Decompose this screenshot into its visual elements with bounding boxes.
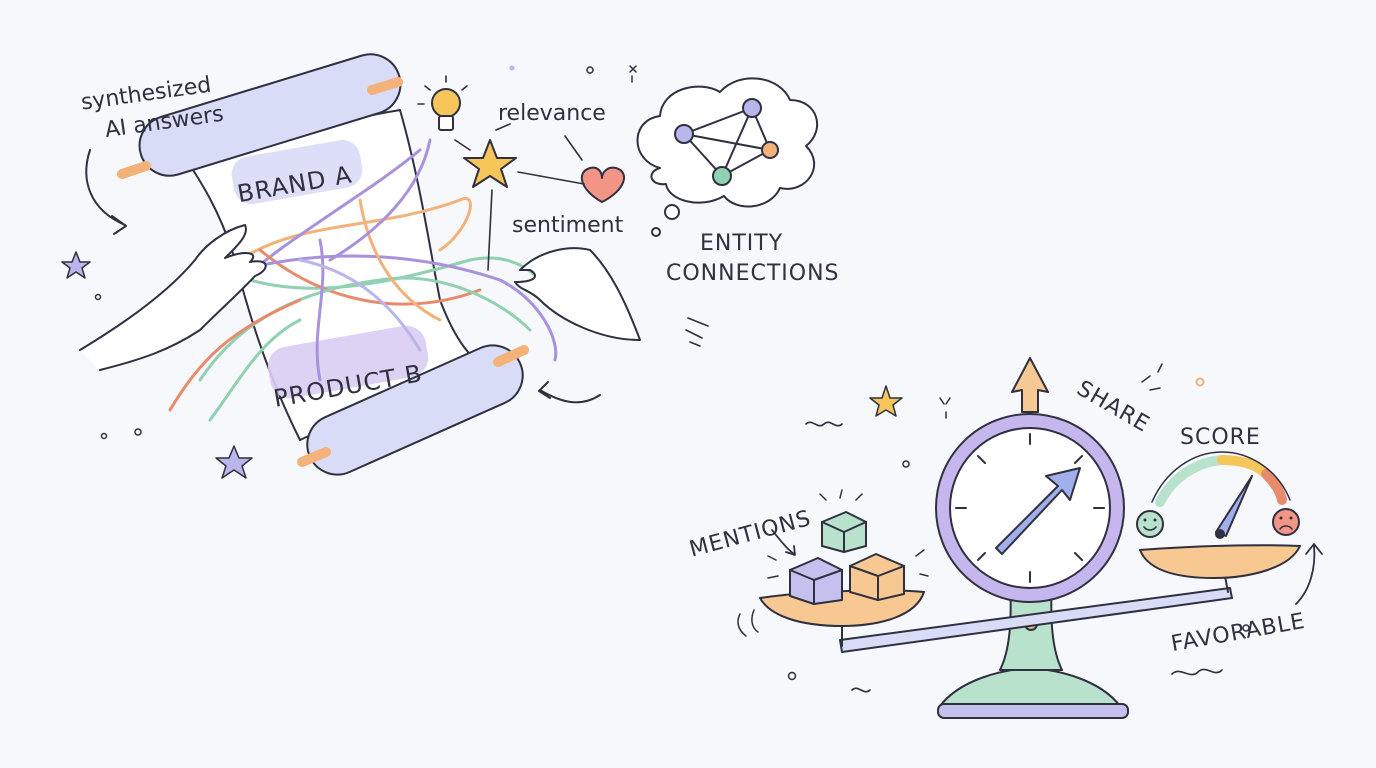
favorable-arrow-icon	[1295, 545, 1316, 605]
score-arc-mint	[1155, 455, 1227, 507]
dot	[787, 671, 797, 681]
score-arc-gold	[1217, 455, 1271, 479]
brand-a-highlight	[231, 139, 363, 205]
share-label: SHARE	[1072, 376, 1154, 438]
scale-group: MENTIONS SHARE SCORE FAVORABLE	[687, 357, 1323, 719]
scale-base-plate	[937, 703, 1129, 719]
dot	[94, 293, 102, 301]
lightbulb-icon	[417, 75, 468, 131]
cube-icon	[821, 511, 867, 553]
score-arc-coral	[1261, 469, 1287, 505]
up-arrow-icon	[1011, 357, 1049, 413]
squiggle	[805, 421, 843, 427]
smiley-icon	[1136, 510, 1164, 538]
dot	[902, 460, 910, 468]
squiggle	[1171, 668, 1223, 676]
thought-bubble	[651, 227, 661, 237]
roller-top-left-knob	[117, 161, 151, 179]
sparkle-icon	[1141, 363, 1163, 391]
dot	[1242, 624, 1250, 632]
dot	[100, 432, 108, 440]
scale-base	[939, 667, 1121, 707]
sparkle-icon	[939, 397, 951, 419]
star-icon	[869, 385, 903, 417]
motion-marks-icon	[685, 317, 709, 347]
cube-icon	[849, 553, 905, 601]
entity-connections-line1: ENTITY	[700, 231, 783, 256]
roller-bottom-right-knob	[493, 345, 529, 367]
curved-arrow-left-icon	[539, 389, 601, 404]
heart-icon	[580, 166, 626, 203]
sentiment-label: sentiment	[512, 213, 624, 238]
relevance-label: relevance	[498, 101, 606, 126]
entity-cloud-group: ENTITY CONNECTIONS	[636, 77, 840, 286]
favorable-label: FAVORABLE	[1169, 609, 1307, 657]
scroll-group: BRAND A PRODUCT B	[61, 53, 709, 479]
dial-ticks	[955, 433, 1105, 583]
left-hand	[79, 224, 267, 371]
star-icon	[463, 139, 517, 188]
dot	[134, 428, 142, 436]
cube-icon	[789, 557, 843, 605]
sparkle-icon	[767, 489, 929, 579]
network-graph	[674, 98, 779, 186]
curved-arrow-down-icon	[85, 149, 126, 226]
dot	[509, 65, 515, 71]
entity-connections-line2: CONNECTIONS	[666, 261, 840, 286]
scale-beam	[839, 587, 1233, 653]
star-icon	[61, 251, 91, 279]
roller-bottom-left-knob	[297, 447, 331, 467]
dot	[1195, 377, 1205, 387]
score-label: SCORE	[1180, 425, 1261, 450]
score-needle-hub	[1215, 529, 1225, 539]
thought-bubble	[664, 204, 680, 220]
connector-line	[495, 123, 511, 131]
connector-line	[517, 171, 585, 185]
threads	[168, 138, 562, 422]
product-b-highlight	[267, 325, 429, 399]
dial-needle-arrow-icon	[995, 467, 1081, 555]
roller-top-right-knob	[367, 77, 403, 95]
share-dial-face	[949, 427, 1111, 589]
connector-line	[454, 139, 471, 151]
mentions-arrow-icon	[771, 529, 795, 555]
right-pan	[1139, 544, 1301, 579]
squiggle	[851, 687, 871, 693]
score-needle	[1215, 475, 1253, 537]
frown-icon	[1272, 508, 1300, 536]
right-hand	[514, 247, 641, 341]
connector-line	[487, 189, 493, 271]
connector-line	[564, 135, 583, 161]
star-icon	[215, 445, 253, 479]
scroll-top-roller	[138, 53, 402, 177]
sparkle-icon	[629, 65, 637, 83]
dot	[586, 66, 594, 74]
score-arc-outline	[1151, 451, 1291, 503]
relevance-sentiment-group: relevance sentiment	[417, 65, 637, 271]
motion-marks-icon	[737, 609, 759, 637]
